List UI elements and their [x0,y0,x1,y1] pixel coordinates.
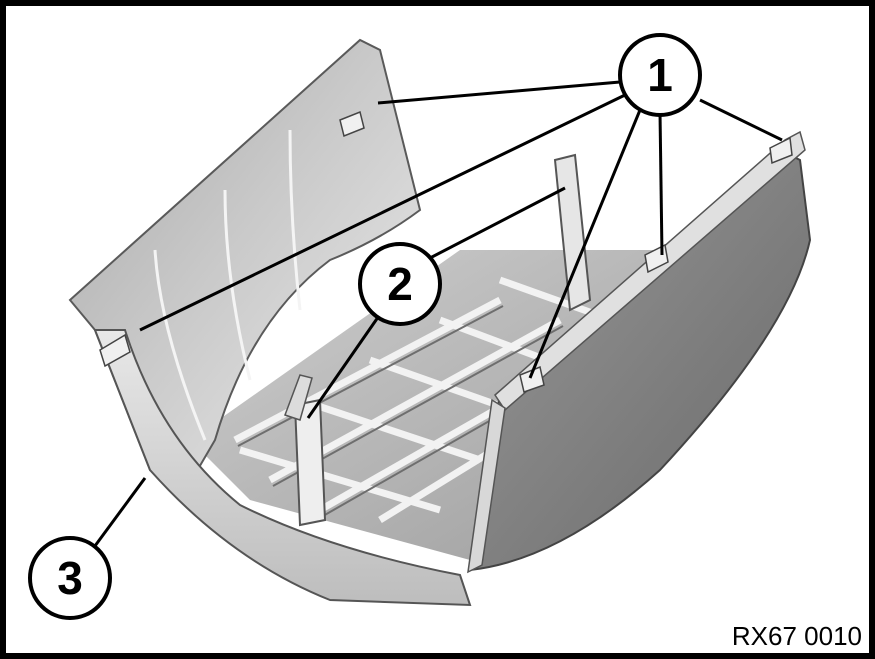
callout-1-label: 1 [647,49,673,101]
mounting-clips [99,110,793,393]
tray-side-wall [468,148,812,572]
support-posts [284,153,592,527]
leader-lines [90,80,783,551]
leader-1d [658,111,664,256]
tray-curved-lip [93,329,472,607]
callout-3: 3 [28,536,112,620]
callout-1: 1 [618,33,702,117]
leader-2b [306,309,385,419]
leader-1a [377,80,621,105]
figure-code: RX67 0010 [732,621,862,651]
leader-1c [528,109,642,379]
callout-2: 2 [358,242,442,326]
leader-3 [90,477,147,551]
tray-back-wall [68,38,422,502]
side-wall-front-edge [467,398,506,574]
leader-1e [699,98,783,142]
leader-1b [139,93,626,332]
callout-3-label: 3 [57,552,83,604]
figure-code-backdrop [700,618,868,652]
back-wall-ribs [153,129,302,441]
leader-2a [429,186,566,260]
callout-2-label: 2 [387,258,413,310]
